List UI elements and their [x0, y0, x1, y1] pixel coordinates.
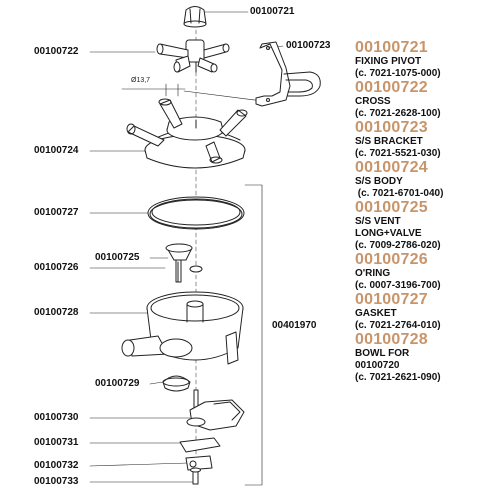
- dimension-label: Ø13,7: [131, 77, 151, 84]
- legend-description-line: (c. 7021-1075-000): [355, 68, 441, 79]
- legend-description-line: (c. 7021-6701-040): [355, 188, 444, 199]
- legend-part-code: 00100722: [355, 79, 428, 96]
- callout-00100725: 00100725: [95, 252, 140, 263]
- ss-bracket-part: [255, 41, 321, 107]
- legend-description-line: BOWL FOR: [355, 348, 410, 359]
- oring-part: [189, 265, 203, 273]
- legend-description-line: GASKET: [355, 308, 397, 319]
- legend-description-line: S/S VENT: [355, 216, 401, 227]
- legend-description-line: (c. 7021-2764-010): [355, 320, 441, 331]
- legend-description-line: O'RING: [355, 268, 391, 279]
- nut-part: [185, 455, 213, 471]
- callout-00100724: 00100724: [34, 145, 79, 156]
- cap-part: [162, 375, 191, 392]
- legend-description-line: (c. 7021-5521-030): [355, 148, 441, 159]
- legend-description-line: (c. 7021-2621-090): [355, 372, 441, 383]
- cross-part: [156, 39, 230, 73]
- callout-00100733: 00100733: [34, 476, 79, 487]
- callout-00100732: 00100732: [34, 460, 79, 471]
- callout-00100723: 00100723: [286, 40, 331, 51]
- legend-part-code: 00100724: [355, 159, 428, 176]
- legend-description-line: (c. 7009-2786-020): [355, 240, 441, 251]
- legend-part-code: 00100723: [355, 119, 428, 136]
- callout-00100726: 00100726: [34, 262, 79, 273]
- legend-part-code: 00100721: [355, 39, 428, 56]
- callout-00100721: 00100721: [250, 6, 295, 17]
- plate-part: [179, 437, 221, 453]
- callout-00100731: 00100731: [34, 437, 79, 448]
- callout-00100722: 00100722: [34, 46, 79, 57]
- bowl-part: [121, 291, 244, 365]
- gasket-part: [147, 196, 245, 230]
- legend-description-line: 00100720: [355, 360, 400, 371]
- vent-valve-part: [165, 243, 193, 283]
- valve-lever-part: [186, 389, 245, 431]
- legend-part-code: 00100725: [355, 199, 428, 216]
- legend-description-line: CROSS: [355, 96, 391, 107]
- legend-description-line: S/S BODY: [355, 176, 403, 187]
- legend-description-line: LONG+VALVE: [355, 228, 422, 239]
- legend-description-line: S/S BRACKET: [355, 136, 423, 147]
- legend-description-line: (c. 0007-3196-700): [355, 280, 441, 291]
- callout-00100727: 00100727: [34, 207, 79, 218]
- ss-body-part: [126, 98, 248, 169]
- callout-00100729: 00100729: [95, 378, 140, 389]
- legend-description-line: (c. 7021-2628-100): [355, 108, 441, 119]
- callout-00100728: 00100728: [34, 307, 79, 318]
- leader-lines: [89, 11, 284, 486]
- legend-description-line: FIXING PIVOT: [355, 56, 422, 67]
- screw-part: [190, 467, 201, 485]
- legend-part-code: 00100728: [355, 331, 428, 348]
- legend-part-code: 00100727: [355, 291, 428, 308]
- legend-part-code: 00100726: [355, 251, 428, 268]
- callout-00401970: 00401970: [272, 320, 317, 331]
- fixing-pivot-part: [183, 6, 207, 28]
- callout-00100730: 00100730: [34, 412, 79, 423]
